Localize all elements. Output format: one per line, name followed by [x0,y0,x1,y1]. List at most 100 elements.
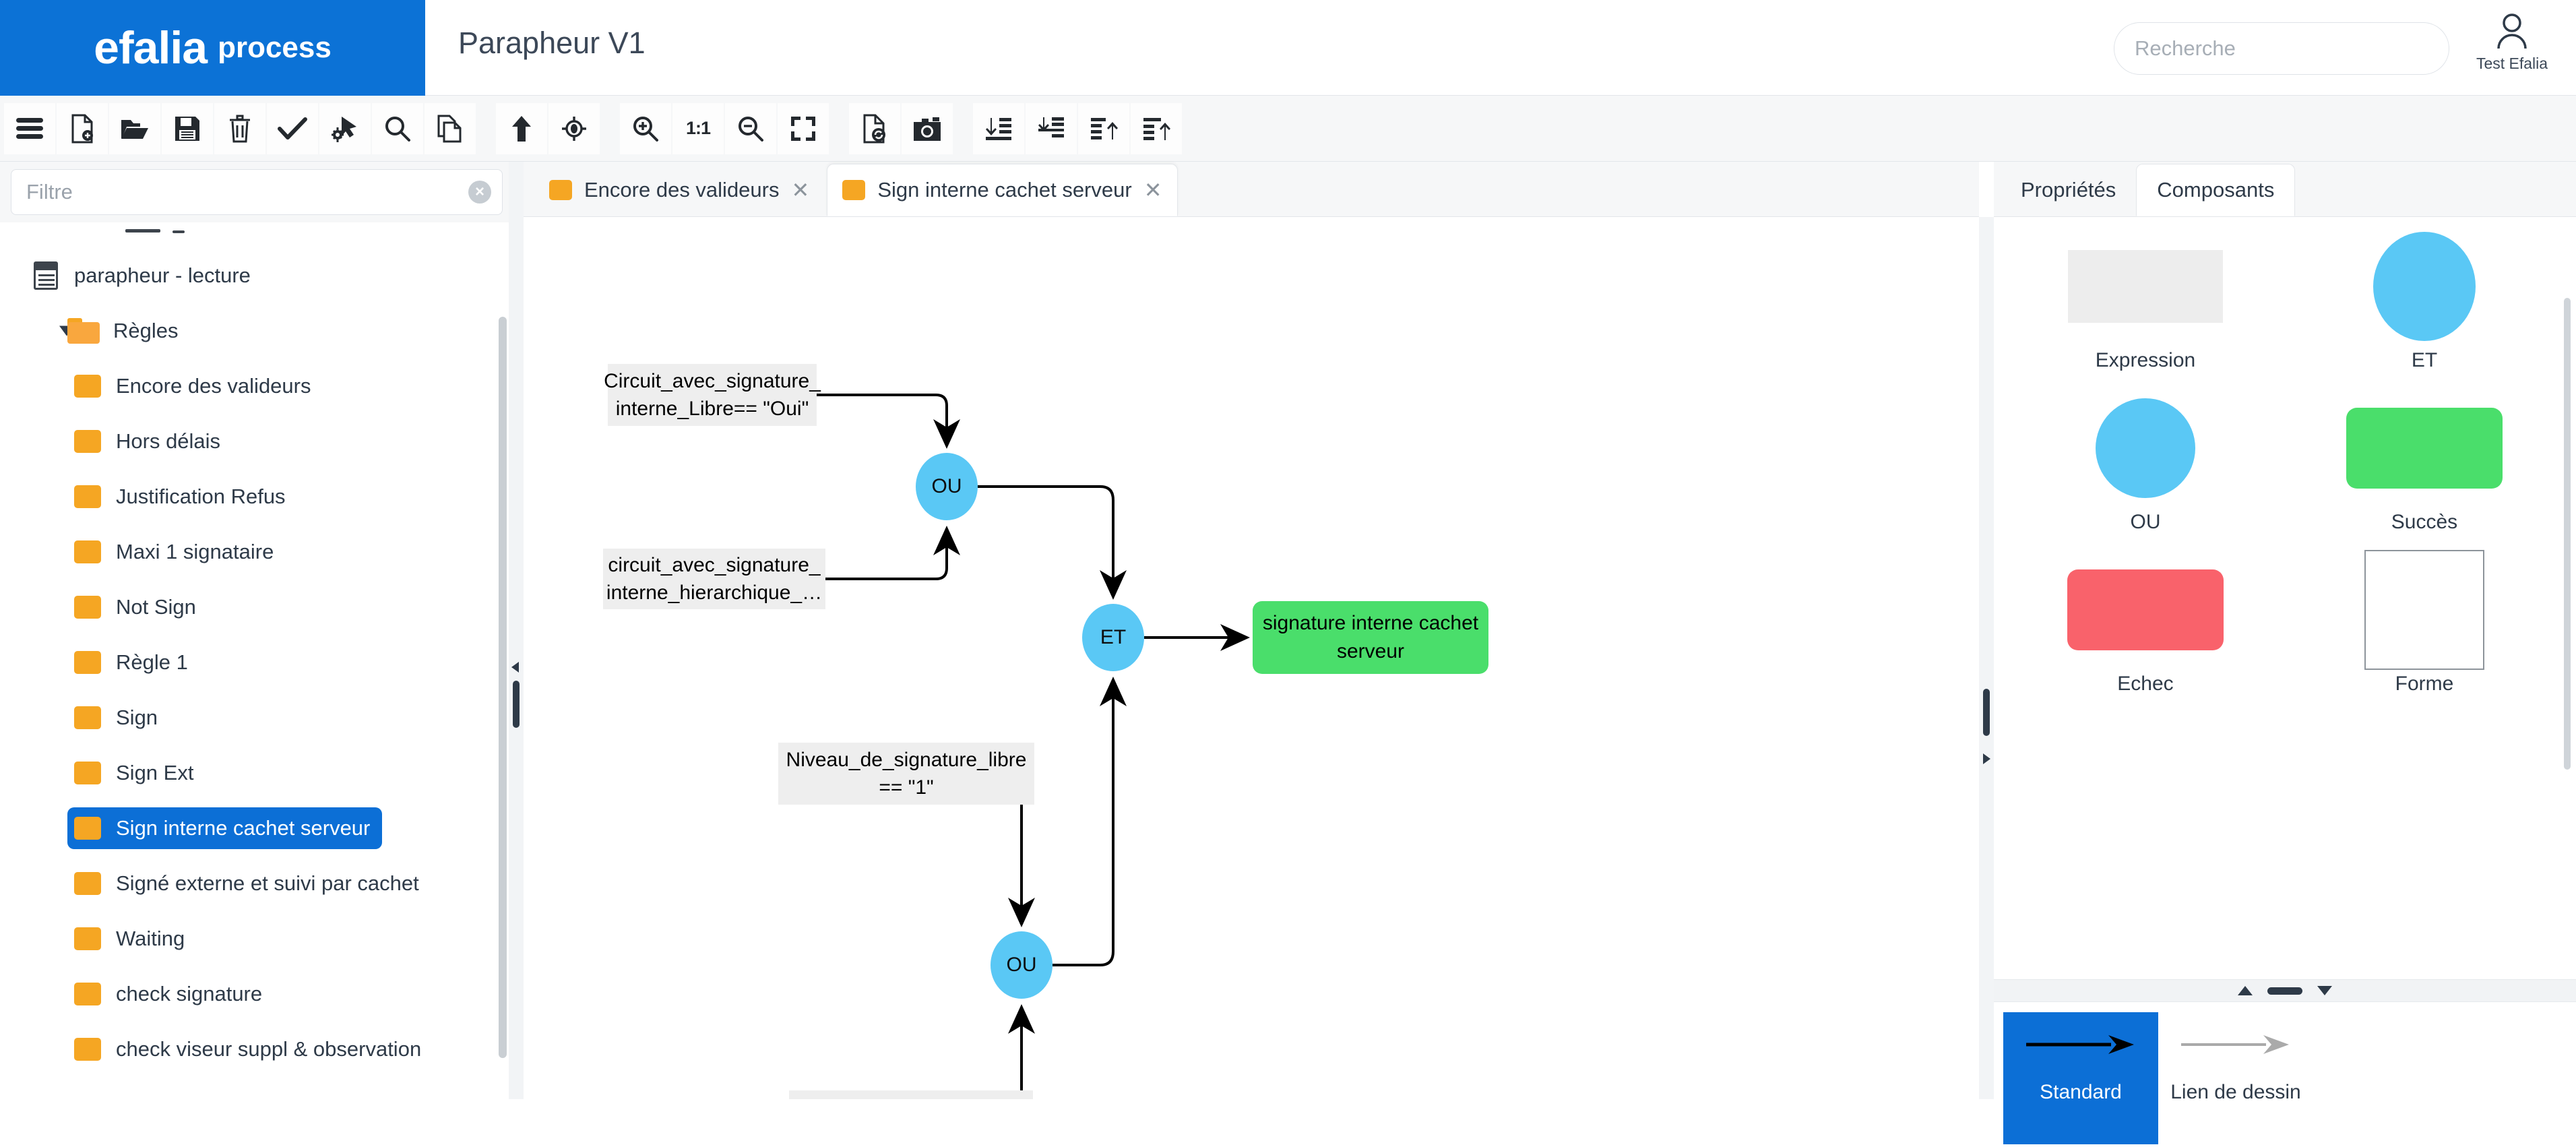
zoom-out-icon[interactable] [725,102,776,154]
diagram-canvas[interactable]: Circuit_avec_signature_ interne_Libre== … [524,217,1979,1099]
tree-item-encore-des-valideurs[interactable]: Encore des valideurs [0,359,513,414]
node-label: OU [931,475,962,497]
link-palette[interactable]: Standard Lien de dessin [1994,1012,2576,1147]
align-bottom-icon[interactable] [1078,102,1129,154]
brand-secondary-text: process [218,31,332,64]
diagram-node-success-1[interactable]: signature interne cachet serveur [1253,601,1488,674]
resize-grip[interactable] [1983,689,1990,736]
refresh-document-icon[interactable] [849,102,900,154]
node-label: Niveau_de_signature_libre == "1" [786,748,1027,799]
chevron-right-icon [1983,753,1990,764]
palette-splitter[interactable] [1994,979,2576,1002]
standard-arrow-icon [2026,1035,2134,1054]
node-label: Circuit_avec_signature_ interne_Libre== … [604,369,821,420]
diagram-node-et-1[interactable]: ET [1082,604,1144,671]
clear-filter-icon[interactable]: × [468,181,491,204]
camera-snapshot-icon[interactable] [902,102,953,154]
palette-item-ou[interactable]: OU [2006,398,2285,534]
ou-shape-icon [2096,398,2195,498]
user-avatar-icon [2497,13,2527,49]
tab-encore-des-valideurs[interactable]: Encore des valideurs ✕ [534,164,824,216]
palette-item-forme[interactable]: Forme [2285,550,2564,695]
tree-item-sign[interactable]: Sign [0,690,513,745]
explorer-scrollbar[interactable] [499,317,507,1058]
palette-link-label: Lien de dessin [2170,1081,2301,1103]
inspector-tabstrip: Propriétés Composants [1994,162,2576,217]
zoom-in-icon[interactable] [620,102,671,154]
tab-composants[interactable]: Composants [2136,164,2296,216]
user-menu[interactable]: Test Efalia [2461,12,2563,73]
diagram-node-ou-2[interactable]: OU [991,931,1053,999]
align-middle-icon[interactable] [1026,102,1077,154]
search-icon[interactable] [372,102,423,154]
chevron-up-icon[interactable] [2238,986,2253,995]
palette-item-succes[interactable]: Succès [2285,398,2564,534]
tree-item-regle-1[interactable]: Règle 1 [0,635,513,690]
echec-shape-icon [2067,569,2224,650]
filter-box[interactable]: × [11,169,503,215]
tree-item-label: Hors délais [116,429,221,453]
upload-arrow-icon[interactable] [496,102,547,154]
brand-logo[interactable]: efalia process [0,0,425,96]
rule-icon [74,596,101,619]
distribute-icon[interactable] [1131,102,1182,154]
left-panel-collapse-handle[interactable] [509,162,524,1099]
resize-grip[interactable] [513,681,520,728]
palette-link-standard[interactable]: Standard [2003,1012,2158,1144]
tree-item-waiting[interactable]: Waiting [0,911,513,966]
open-folder-icon[interactable] [109,102,160,154]
tab-sign-interne-cachet-serveur[interactable]: Sign interne cachet serveur ✕ [827,164,1178,216]
diagram-node-expression-2[interactable]: circuit_avec_signature_ interne_hierarch… [603,549,825,609]
tab-label: Encore des valideurs [584,178,780,202]
validate-check-icon[interactable] [267,102,318,154]
palette-item-et[interactable]: ET [2285,232,2564,372]
palette-item-label: OU [2130,511,2161,533]
tree-item-sign-interne-cachet-serveur[interactable]: Sign interne cachet serveur [0,801,513,856]
fit-screen-icon[interactable] [778,102,829,154]
diagram-node-expression-3[interactable]: Niveau_de_signature_libre == "1" [778,743,1034,805]
new-document-icon[interactable] [57,102,108,154]
menu-icon[interactable] [4,102,55,154]
node-label: ET [1100,626,1127,648]
diagram-node-expression-4[interactable]: NIveau_de_signature_ hierarchique == "1" [789,1090,1033,1099]
run-gear-cursor-icon[interactable] [319,102,371,154]
tab-proprietes[interactable]: Propriétés [2021,178,2116,202]
splitter-grip[interactable] [2267,987,2302,995]
chevron-down-icon[interactable] [2317,986,2332,995]
tree-item-not-sign[interactable]: Not Sign [0,580,513,635]
diagram-node-ou-1[interactable]: OU [916,453,978,520]
palette-scrollbar[interactable] [2564,298,2571,770]
close-icon[interactable]: ✕ [791,178,810,202]
target-icon[interactable] [548,102,600,154]
tree-item-check-viseur-suppl-observation[interactable]: check viseur suppl & observation [0,1022,513,1077]
tree-item-check-signature[interactable]: check signature [0,966,513,1022]
search-input[interactable] [2114,22,2449,75]
diagram-node-expression-1[interactable]: Circuit_avec_signature_ interne_Libre== … [604,364,821,426]
copy-icon[interactable] [425,102,476,154]
global-search[interactable] [2114,22,2449,75]
tree-item-maxi-1-signataire[interactable]: Maxi 1 signataire [0,524,513,580]
tree-item-regles[interactable]: Règles [0,303,513,359]
align-top-icon[interactable] [973,102,1024,154]
top-bar: efalia process Parapheur V1 Test Efalia [0,0,2576,96]
zoom-reset-icon[interactable]: 1:1 [672,102,724,154]
filter-input[interactable] [11,170,502,214]
palette-item-echec[interactable]: Echec [2006,559,2285,695]
close-icon[interactable]: ✕ [1143,178,1162,202]
component-palette[interactable]: Expression ET OU Succès Echec Forme [1994,217,2576,1012]
explorer-tree[interactable]: parapheur - lecture Règles Encore des va… [0,222,513,1099]
et-shape-icon [2373,232,2476,341]
rule-icon [74,817,101,840]
tree-item-hors-delais[interactable]: Hors délais [0,414,513,469]
tree-item-label: Encore des valideurs [116,374,311,398]
palette-item-expression[interactable]: Expression [2006,236,2285,372]
tree-item-sign-ext[interactable]: Sign Ext [0,745,513,801]
palette-link-lien-de-dessin[interactable]: Lien de dessin [2158,1012,2313,1144]
tree-item-signe-externe-et-suivi-par-cachet[interactable]: Signé externe et suivi par cachet [0,856,513,911]
tree-item-justification-refus[interactable]: Justification Refus [0,469,513,524]
delete-trash-icon[interactable] [214,102,265,154]
save-icon[interactable] [162,102,213,154]
tree-item-parapheur-lecture[interactable]: parapheur - lecture [0,248,513,303]
explorer-panel: × parapheur - lecture Règles Encore des … [0,162,513,1099]
right-panel-collapse-handle[interactable] [1979,217,1994,1099]
